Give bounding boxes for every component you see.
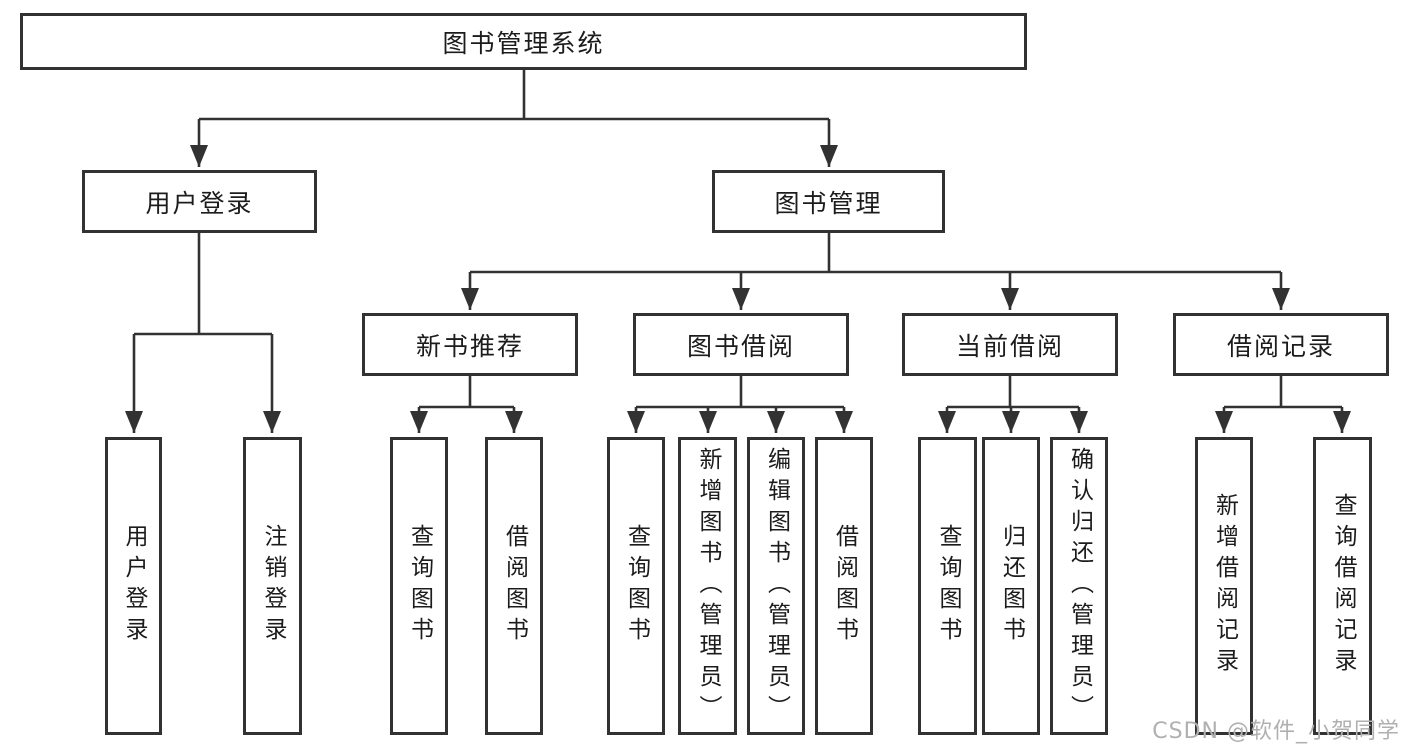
leaf-recommend-borrow-books: 借阅图书 [485, 437, 543, 735]
connector-borrow-to-leaves [627, 376, 853, 433]
leaf-logout-label: 注销登录 [260, 524, 286, 648]
node-user-login: 用户登录 [82, 170, 317, 233]
leaf-logout: 注销登录 [243, 437, 302, 735]
leaf-current-query-books: 查询图书 [918, 437, 977, 735]
leaf-borrow-add-books-admin: 新增图书（管理员） [678, 437, 737, 735]
leaf-records-add-record: 新增借阅记录 [1195, 437, 1253, 735]
leaf-user-login-label: 用户登录 [121, 524, 147, 648]
leaf-borrow-edit-books-admin-label: 编辑图书（管理员） [763, 446, 790, 726]
node-root: 图书管理系统 [20, 13, 1027, 70]
leaf-current-query-books-label: 查询图书 [935, 524, 961, 648]
leaf-borrow-add-books-admin-label: 新增图书（管理员） [695, 446, 721, 726]
leaf-current-return-books: 归还图书 [982, 437, 1040, 735]
connector-recommend-to-leaves [410, 376, 523, 433]
leaf-recommend-query-books-label: 查询图书 [406, 524, 433, 648]
csdn-watermark: CSDN @软件_小贺同学 [1152, 719, 1400, 744]
leaf-borrow-query-books-label: 查询图书 [623, 524, 650, 648]
connector-login-to-leaves [125, 233, 281, 433]
leaf-current-return-books-label: 归还图书 [998, 524, 1025, 648]
connector-records-to-leaves [1215, 376, 1351, 433]
leaf-current-confirm-return-admin-label: 确认归还（管理员） [1066, 446, 1093, 726]
leaf-user-login: 用户登录 [105, 437, 162, 735]
leaf-recommend-borrow-books-label: 借阅图书 [501, 524, 528, 648]
node-borrow-records: 借阅记录 [1173, 313, 1389, 376]
leaf-borrow-edit-books-admin: 编辑图书（管理员） [747, 437, 805, 735]
connector-root-to-level2 [190, 70, 838, 167]
connector-management-to-level3 [461, 233, 1290, 310]
leaf-records-query-record-label: 查询借阅记录 [1330, 493, 1356, 679]
leaf-recommend-query-books: 查询图书 [390, 437, 448, 735]
node-book-borrow: 图书借阅 [633, 313, 849, 376]
leaf-records-add-record-label: 新增借阅记录 [1211, 493, 1238, 679]
node-book-management: 图书管理 [712, 170, 945, 233]
connector-current-to-leaves [938, 376, 1088, 433]
leaf-borrow-borrow-books: 借阅图书 [815, 437, 873, 735]
leaf-records-query-record: 查询借阅记录 [1313, 437, 1372, 735]
leaf-borrow-query-books: 查询图书 [607, 437, 665, 735]
node-new-book-recommend: 新书推荐 [362, 313, 578, 376]
node-current-borrow: 当前借阅 [902, 313, 1118, 376]
leaf-current-confirm-return-admin: 确认归还（管理员） [1050, 437, 1108, 735]
leaf-borrow-borrow-books-label: 借阅图书 [831, 524, 858, 648]
